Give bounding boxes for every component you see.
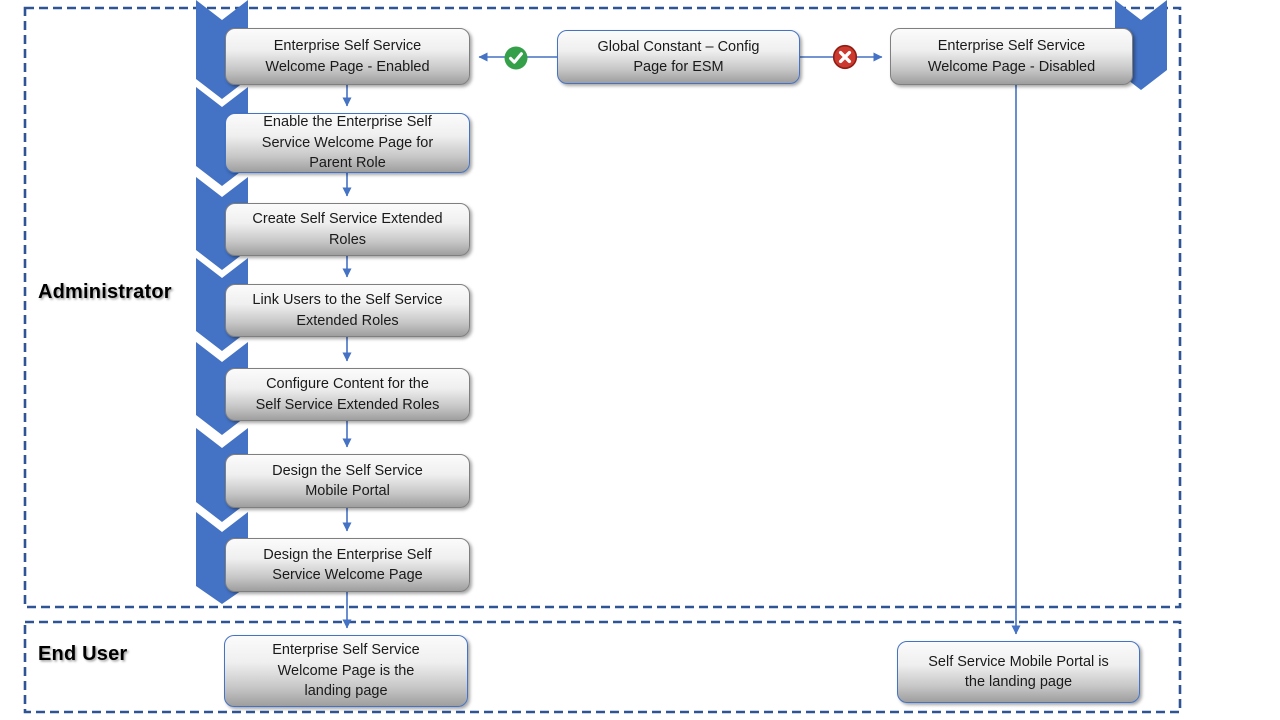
box-text-line: Mobile Portal: [305, 483, 390, 499]
box-text-line: Design the Enterprise Self: [263, 546, 432, 563]
box-text-line: Link Users to the Self Service: [252, 292, 443, 308]
global-constant-config-box: Global Constant – Config Page for ESM: [557, 30, 800, 84]
box-text-line: Service Welcome Page: [272, 567, 423, 583]
step-box-create-extended-roles: Create Self Service Extended Roles: [225, 203, 470, 256]
box-text-line: Roles: [328, 231, 367, 248]
box-text-line: Welcome Page is the: [277, 662, 415, 679]
box-text-line: the landing page: [964, 674, 1073, 690]
box-text-line: Global Constant – Config: [597, 38, 760, 55]
step-box-design-mobile-portal: Design the Self Service Mobile Portal: [225, 454, 470, 508]
box-text-line: Enterprise Self Service: [273, 38, 422, 54]
box-text-line: Configure Content for the: [266, 376, 429, 392]
lane-label-end-user: End User: [38, 643, 128, 665]
box-text-line: Self Service Mobile Portal is: [928, 653, 1109, 670]
result-box-mobile-portal-landing-page: Self Service Mobile Portal is the landin…: [897, 641, 1140, 703]
step-box-welcome-page-disabled: Enterprise Self Service Welcome Page - D…: [890, 28, 1133, 85]
step-box-enable-parent-role: Enable the Enterprise Self Service Welco…: [225, 113, 470, 173]
check-mark: [509, 52, 523, 64]
box-text-line: Design the Self Service: [272, 462, 423, 479]
box-text-line: Enterprise Self Service: [272, 642, 420, 659]
cross-circle-icon: [832, 44, 858, 70]
box-text-line: Enterprise Self Service: [937, 38, 1086, 54]
box-text-line: Extended Roles: [296, 312, 399, 329]
box-text-line: Parent Role: [309, 155, 386, 172]
end-user-lane-frame: [23, 620, 1182, 714]
result-box-welcome-landing-page: Enterprise Self Service Welcome Page is …: [224, 635, 468, 707]
step-box-configure-content: Configure Content for the Self Service E…: [225, 368, 470, 421]
box-text-line: Enable the Enterprise Self: [263, 114, 432, 131]
box-text-line: Welcome Page - Enabled: [265, 58, 430, 75]
box-text-line: Welcome Page - Disabled: [927, 58, 1096, 75]
check-circle-icon: [504, 46, 528, 70]
box-text-line: Create Self Service Extended: [252, 211, 443, 227]
box-text-line: Page for ESM: [633, 59, 724, 75]
cross-mark: [838, 50, 852, 64]
box-text-line: landing page: [304, 683, 388, 700]
step-box-welcome-page-enabled: Enterprise Self Service Welcome Page - E…: [225, 28, 470, 85]
box-text-line: Self Service Extended Roles: [255, 396, 440, 413]
connector-lines: [342, 52, 1021, 635]
administrator-lane-frame: [23, 6, 1182, 609]
step-box-link-users: Link Users to the Self Service Extended …: [225, 284, 470, 337]
lane-label-administrator: Administrator: [38, 281, 172, 303]
box-text-line: Service Welcome Page for: [261, 134, 434, 151]
step-box-design-welcome-page: Design the Enterprise Self Service Welco…: [225, 538, 470, 592]
